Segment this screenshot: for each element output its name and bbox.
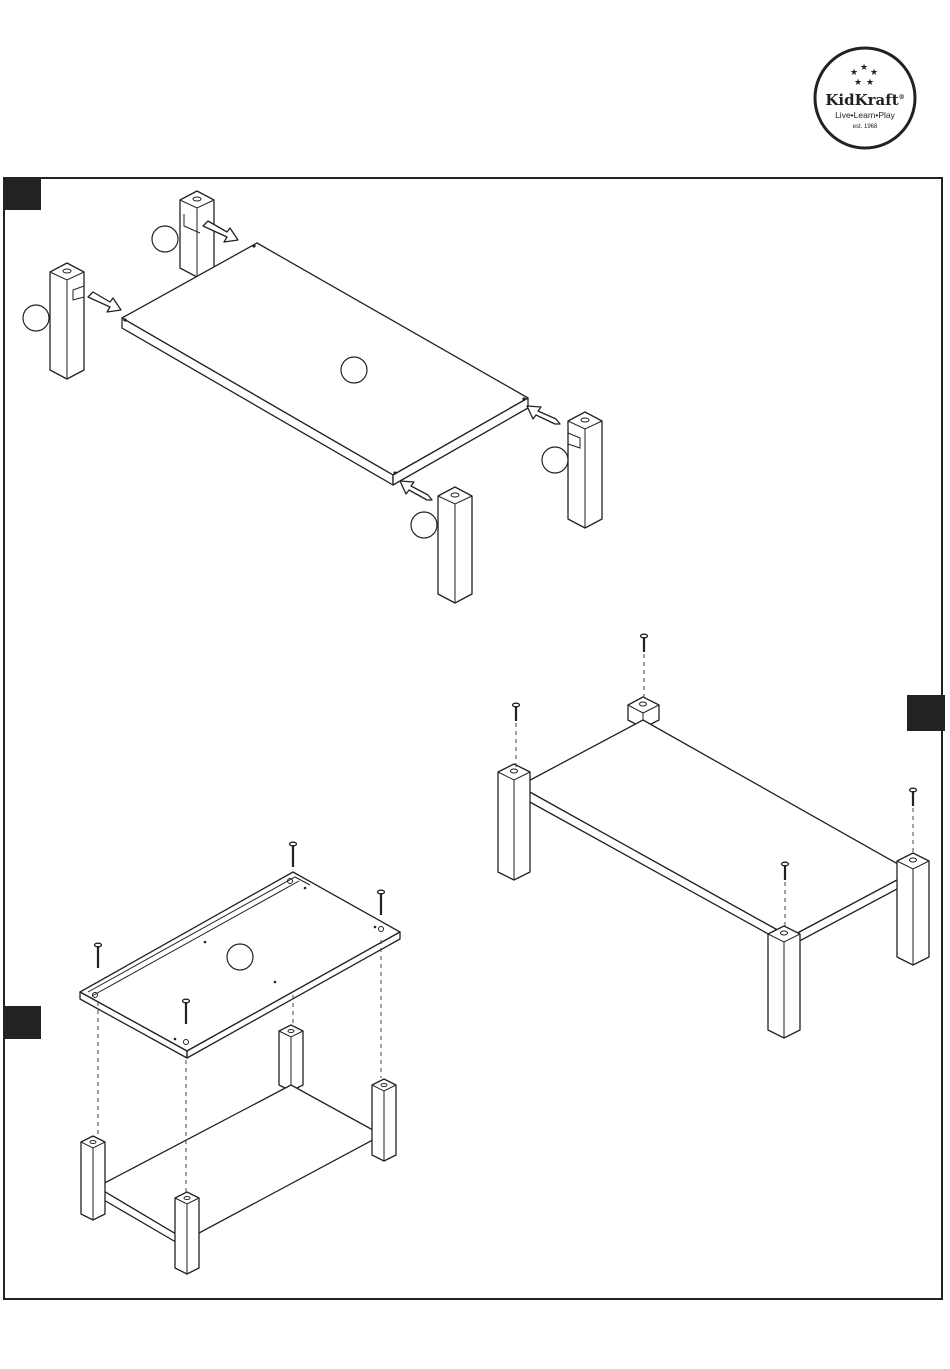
insert-arrow-icon — [400, 481, 432, 500]
insert-arrow-icon — [88, 292, 121, 312]
screw-icon — [378, 890, 385, 915]
table-leg — [81, 1136, 105, 1220]
screw-icon — [95, 943, 102, 968]
table-shelf — [97, 1085, 382, 1248]
part-callout — [152, 226, 178, 252]
screw-icon — [513, 703, 520, 721]
screw-icon — [290, 842, 297, 867]
table-leg — [568, 412, 602, 528]
table-leg — [498, 764, 530, 880]
table-leg — [50, 263, 84, 379]
screw-icon — [910, 788, 917, 806]
table-leg — [279, 1025, 303, 1091]
part-callout — [542, 447, 568, 473]
table-leg — [438, 487, 472, 603]
part-callout — [341, 357, 367, 383]
table-leg — [175, 1192, 199, 1274]
part-callout — [23, 305, 49, 331]
table-leg — [372, 1079, 396, 1161]
step2-assembly — [498, 634, 929, 1038]
table-leg — [897, 853, 929, 965]
part-callout — [411, 512, 437, 538]
step1-assembly — [23, 191, 602, 603]
insert-arrow-icon — [527, 406, 560, 424]
table-leg — [768, 926, 800, 1038]
part-callout — [227, 944, 253, 970]
table-leg — [180, 191, 214, 277]
table-panel — [122, 243, 528, 485]
screw-icon — [641, 634, 648, 652]
table-panel — [519, 720, 912, 946]
step3-assembly — [80, 842, 400, 1274]
